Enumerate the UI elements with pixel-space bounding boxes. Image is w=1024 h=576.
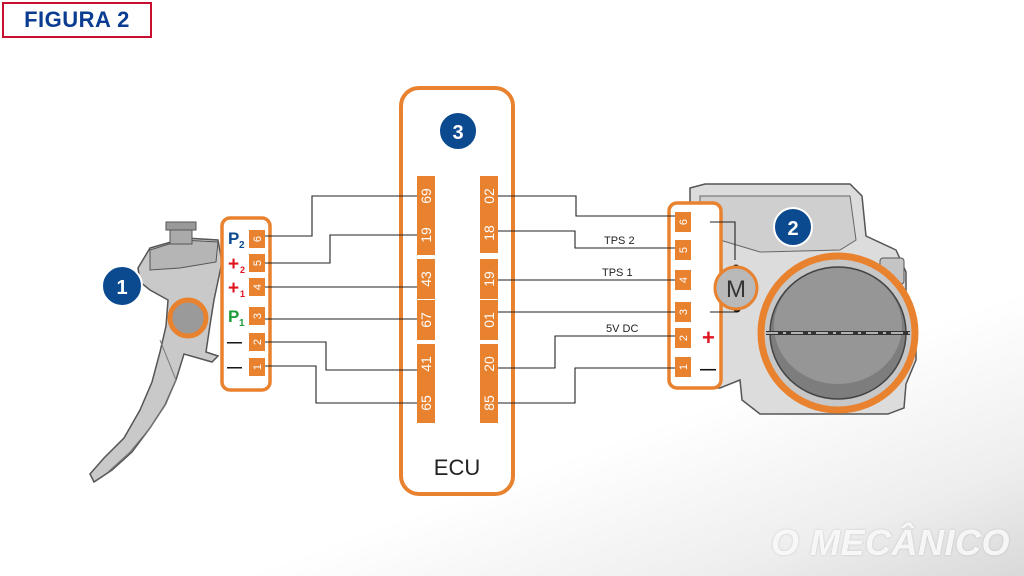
ecu-right-pin	[480, 344, 498, 384]
pedal-pin-label: 4	[252, 284, 264, 290]
throttle-pin	[675, 240, 691, 260]
pedal-pin-label: 3	[252, 313, 264, 319]
pedal-signal-labels: P 2 + 2 + 1 P 1 — —	[227, 229, 245, 376]
ecu-right-pin	[480, 259, 498, 299]
signal-p2-sub: 2	[239, 240, 245, 251]
pedal-pin	[249, 278, 265, 296]
throttle-pins: 6 5 4 3 2 1	[675, 212, 691, 377]
throttle-pin-label: 4	[678, 277, 690, 283]
badge-pedal-number: 1	[116, 277, 127, 299]
throttle-pin	[675, 357, 691, 377]
ecu-label: ECU	[434, 455, 480, 480]
ecu-right-pin-label: 19	[481, 271, 497, 287]
signal-p1: P	[228, 307, 239, 326]
throttle-pin	[675, 212, 691, 232]
ecu-left-pin-label: 41	[418, 356, 434, 372]
pedal-pivot-icon	[167, 297, 209, 339]
signal-plus-2-sub: 2	[240, 265, 245, 275]
motor-label: M	[726, 276, 746, 303]
wires	[265, 195, 738, 404]
signal-p2: P	[228, 229, 239, 248]
throttle-body	[689, 183, 919, 415]
signal-minus-a: —	[227, 334, 242, 351]
throttle-pin	[675, 328, 691, 348]
pedal-pin	[249, 254, 265, 272]
pedal-pin-label: 6	[252, 236, 264, 242]
throttle-pin	[675, 302, 691, 322]
pedal-pin	[249, 358, 265, 376]
signal-plus-2: +	[228, 254, 239, 275]
badge-ecu: 3	[438, 111, 478, 151]
badge-pedal: 1	[101, 265, 143, 307]
ecu-right-pin	[480, 213, 498, 253]
pedal-pin	[249, 333, 265, 351]
figure-label: FIGURA 2	[2, 2, 152, 38]
pedal-pin-label: 5	[252, 260, 264, 266]
ecu-left-pin	[417, 300, 435, 340]
signal-plus-1-sub: 1	[240, 289, 245, 299]
ecu-right-pin	[480, 300, 498, 340]
ecu-left-pin-label: 19	[418, 227, 434, 243]
ecu-right-pin-label: 02	[481, 188, 497, 204]
ecu-left-pin	[417, 215, 435, 255]
ecu-right-pin	[480, 383, 498, 423]
badge-throttle: 2	[773, 207, 813, 247]
ecu-right-pin-label: 18	[481, 225, 497, 241]
ecu-right-pins: 02 18 19 01 20 85	[480, 176, 498, 423]
signal-p1-sub: 1	[239, 318, 245, 329]
ecu-left-pin-label: 67	[418, 312, 434, 328]
ecu-right-pin-label: 01	[481, 312, 497, 328]
ecu-left-pin	[417, 259, 435, 299]
wire-label-tps2: TPS 2	[604, 235, 635, 247]
ecu-left-pin	[417, 344, 435, 384]
ecu-left-pin-label: 69	[418, 188, 434, 204]
ecu-left-pin-label: 43	[418, 271, 434, 287]
throttle-pin-label: 2	[678, 335, 690, 341]
throttle-minus-symbol: —	[700, 361, 716, 378]
badge-ecu-number: 3	[452, 122, 463, 144]
ecu-right-pin-label: 20	[481, 356, 497, 372]
ecu-left-pin	[417, 383, 435, 423]
badge-throttle-number: 2	[787, 218, 798, 240]
pedal-pin-label: 1	[252, 364, 264, 370]
motor-icon	[713, 265, 759, 311]
ecu-left-pin-label: 65	[418, 395, 434, 411]
pedal-pin	[249, 230, 265, 248]
throttle-pin	[675, 270, 691, 290]
ecu-left-pins: 69 19 43 67 41 65	[417, 176, 435, 423]
throttle-pin-label: 1	[678, 364, 690, 370]
ecu-left-pin	[417, 176, 435, 216]
throttle-pin-label: 3	[678, 309, 690, 315]
pedal-pin-label: 2	[252, 339, 264, 345]
ecu-right-pin	[480, 176, 498, 216]
watermark-logo: O MECÂNICO	[771, 522, 1010, 563]
pedal-pin	[249, 307, 265, 325]
pedal-pins: 6 5 4 3 2 1	[249, 230, 265, 376]
signal-plus-1: +	[228, 278, 239, 299]
throttle-pin-label: 6	[678, 219, 690, 225]
wire-label-5vdc: 5V DC	[606, 323, 638, 335]
accelerator-pedal	[89, 221, 223, 484]
throttle-pin-label: 5	[678, 247, 690, 253]
signal-minus-b: —	[227, 359, 242, 376]
wire-labels: TPS 2 TPS 1 5V DC	[602, 235, 638, 335]
throttle-plus-symbol: +	[702, 325, 715, 350]
ecu-right-pin-label: 85	[481, 395, 497, 411]
wire-label-tps1: TPS 1	[602, 267, 633, 279]
